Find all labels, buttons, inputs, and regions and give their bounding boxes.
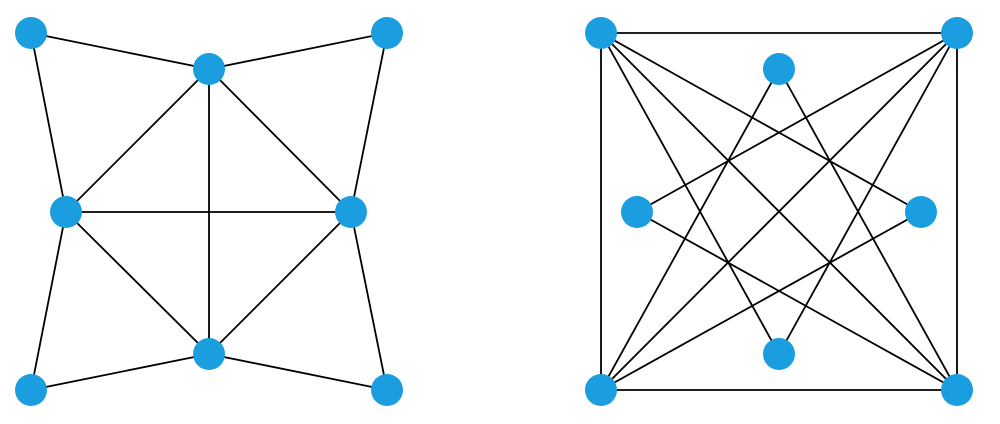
right-graph-edge-corner-top-right-mid-left	[636, 32, 958, 213]
right-graph-edge-corner-top-left-mid-bottom	[600, 32, 780, 355]
right-graph-node-corner-bottom-left	[585, 374, 617, 406]
right-graph-node-corner-bottom-right	[941, 374, 973, 406]
right-graph-edge-corner-bottom-left-mid-top	[600, 68, 780, 391]
left-graph-node-inner-top	[193, 53, 225, 85]
left-graph-edge-outer-bottom-left-inner-left	[30, 211, 67, 391]
left-graph-node-inner-right	[335, 196, 367, 228]
left-graph-edge-inner-left-inner-bottom	[65, 211, 210, 355]
left-graph-node-inner-bottom	[193, 338, 225, 370]
right-graph-edge-corner-bottom-left-mid-right	[600, 211, 922, 391]
right-graph-node-corner-top-left	[585, 17, 617, 49]
left-graph-edge-inner-top-inner-right	[208, 68, 352, 213]
left-graph-edge-outer-top-right-inner-top	[208, 32, 388, 70]
right-graph-node-mid-right	[905, 196, 937, 228]
left-graph-node-inner-left	[50, 196, 82, 228]
right-graph-edge-corner-bottom-right-mid-top	[778, 68, 958, 391]
left-graph-node-outer-top-left	[15, 17, 47, 49]
right-graph-node-mid-bottom	[763, 338, 795, 370]
left-graph-edge-outer-bottom-right-inner-bottom	[208, 353, 388, 391]
right-graph-edge-corner-top-left-mid-right	[600, 32, 922, 213]
left-graph-edge-outer-bottom-left-inner-bottom	[30, 353, 210, 391]
left-graph-edge-outer-top-left-inner-left	[30, 32, 67, 213]
nodes-layer	[15, 17, 973, 406]
left-graph-node-outer-top-right	[371, 17, 403, 49]
right-graph-node-mid-top	[763, 53, 795, 85]
left-graph-edge-inner-right-inner-bottom	[208, 211, 352, 355]
left-graph-node-outer-bottom-left	[15, 374, 47, 406]
left-graph-node-outer-bottom-right	[371, 374, 403, 406]
left-graph-edge-outer-bottom-right-inner-right	[350, 211, 388, 391]
right-graph-edge-corner-top-right-corner-bottom-left	[600, 32, 958, 391]
edges-layer	[30, 32, 958, 391]
left-graph-edge-outer-top-left-inner-top	[30, 32, 210, 70]
right-graph-edge-corner-top-right-mid-bottom	[778, 32, 958, 355]
left-graph-edge-inner-top-inner-left	[65, 68, 210, 213]
right-graph-node-corner-top-right	[941, 17, 973, 49]
right-graph-node-mid-left	[621, 196, 653, 228]
right-graph-edge-corner-bottom-right-mid-left	[636, 211, 958, 391]
left-graph-edge-outer-top-right-inner-right	[350, 32, 388, 213]
